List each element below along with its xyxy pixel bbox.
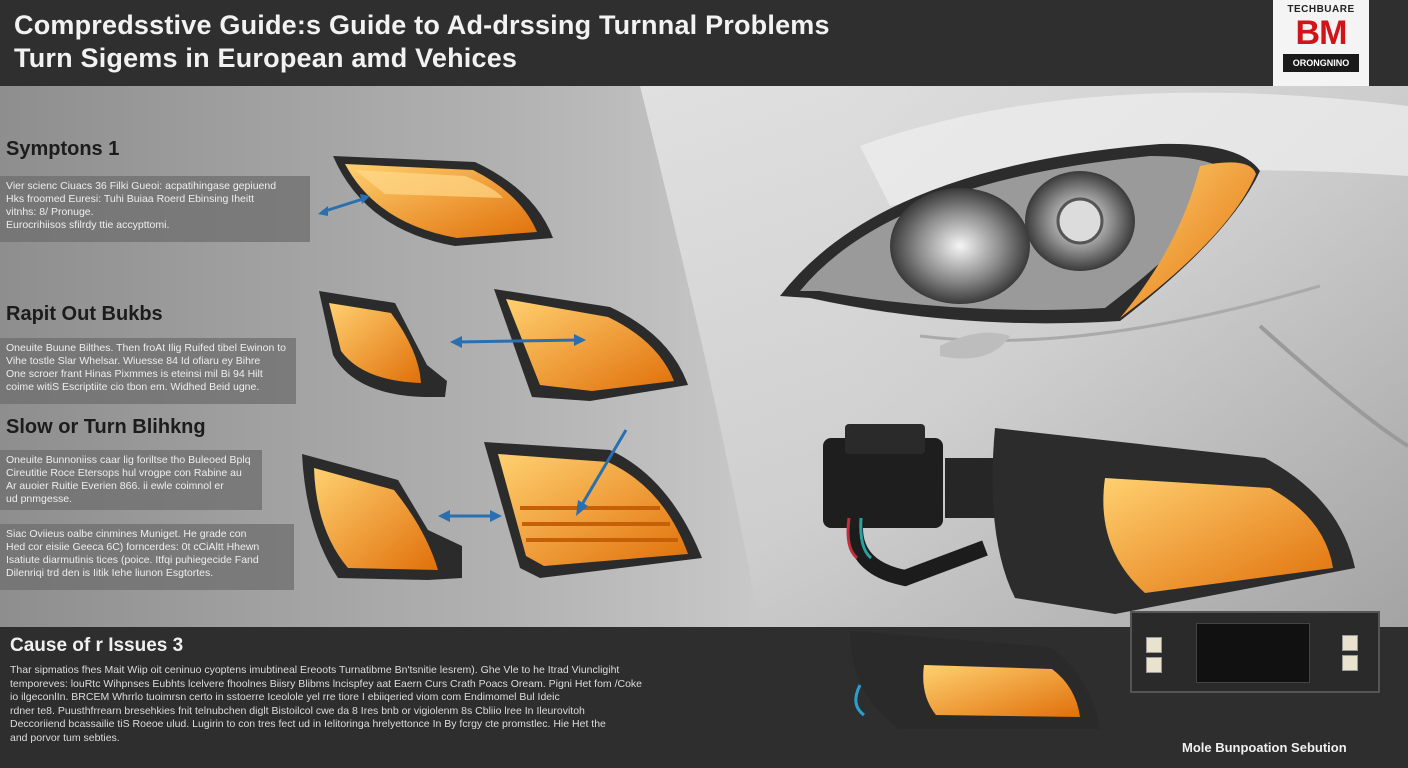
flasher-control-unit (1130, 611, 1380, 693)
text-line: coime witiS Escriptiite cio tbon em. Wid… (6, 381, 260, 393)
text-line: io ilgeconlIn. BRCEM Whrrlo tuoimrsn cer… (10, 691, 560, 703)
solution-caption: Mole Bunpoation Sebution (1182, 740, 1347, 755)
turn-signal-lamp-3 (494, 289, 688, 401)
unit-switch-right (1342, 635, 1358, 651)
text-line: One scroer frant Hinas Pixmmes is eteins… (6, 368, 263, 380)
text-line: temporeves: louRtc Wihpnses Eubhts lcelv… (10, 677, 643, 690)
section-blinking-title: Slow or Turn Blihkng (6, 416, 206, 438)
logo-bar: ORONGNINO (1283, 54, 1359, 72)
text-line: Isatiute diarmutinis tices (poice. Itfqi… (6, 554, 259, 566)
causes-title: Cause of r Issues 3 (10, 635, 184, 656)
turn-signal-lamp-4 (302, 454, 462, 580)
double-arrow-icon (438, 510, 502, 522)
page-subtitle: Turn Sigems in European amd Vehices (14, 43, 518, 73)
double-arrow-icon (450, 334, 586, 348)
unit-switch-left-2 (1146, 657, 1162, 673)
section-blinking-text-b: Siac Oviieus oalbe cinmines Muniget. He … (0, 524, 294, 590)
text-line: rdner te8. Puusthfrrearn bresehkies fnit… (10, 704, 585, 717)
header-bar: Compredsstive Guide:s Guide to Ad-drssin… (0, 0, 1408, 86)
page-title: Compredsstive Guide:s Guide to Ad-drssin… (14, 10, 830, 40)
text-line: Hed cor eisiie Geeca 6C) forncerdes: 0t … (6, 541, 260, 553)
text-line: Deccoriiend bcassailie tiS Roeoe ulud. L… (10, 718, 606, 730)
turn-signal-lamp-5 (484, 442, 702, 578)
logo-top-text: TECHBUARE (1287, 4, 1355, 15)
section-bulbs-title: Rapit Out Bukbs (6, 303, 163, 325)
text-line: Oneuite Buune Bilthes. Then froAt Ilig R… (6, 342, 286, 354)
side-marker-lamp (850, 631, 1100, 729)
wiring-connector-lamp (823, 424, 1355, 614)
bottom-panel: Cause of r Issues 3 Thar sipmatios fhes … (0, 627, 1408, 768)
logo-main-text: BM (1295, 14, 1348, 52)
text-line: Eurocrihiisos sfilrdy ttie accypttomi. (6, 219, 170, 231)
text-line: Siac Oviieus oalbe cinmines Muniget. He … (6, 528, 247, 540)
text-line: Vihe tostle Slar Whelsar. Wiuesse 84 Id … (6, 355, 261, 367)
section-symptoms-text: Vier scienc Ciuacs 36 Filki Gueoi: acpat… (0, 176, 310, 242)
brand-logo: TECHBUARE BM ORONGNINO (1273, 0, 1369, 86)
text-line: ud pnmgesse. (6, 493, 72, 505)
unit-switch-left (1146, 637, 1162, 653)
text-line: vitnhs: 8/ Pronuge. (6, 206, 94, 218)
causes-text: Thar sipmatios fhes Mait Wiip oit ceninu… (10, 664, 730, 745)
text-line: Oneuite Bunnoniiss caar lig foriltse tho… (6, 454, 251, 466)
logo-bar-text: ORONGNINO (1292, 58, 1350, 68)
text-line: Hks froomed Euresi: Tuhi Buiaa Roerd Ebi… (6, 193, 255, 205)
turn-signal-lamp-1 (333, 156, 553, 246)
text-line: Dilenriqi trd den is Iitik Iehe liunon E… (6, 567, 214, 579)
text-line: Vier scienc Ciuacs 36 Filki Gueoi: acpat… (6, 180, 277, 192)
text-line: Cireutitie Roce Etersops hul vrogpe con … (6, 467, 242, 479)
text-line: and porvor tum sebties. (10, 731, 120, 744)
text-line: Ar auoier Ruitie Everien 866. ii ewle co… (6, 480, 224, 492)
text-line: Thar sipmatios fhes Mait Wiip oit ceninu… (10, 664, 620, 676)
turn-signal-lamp-2 (319, 291, 447, 397)
section-bulbs-text: Oneuite Buune Bilthes. Then froAt Ilig R… (0, 338, 296, 404)
pointer-arrow-icon (576, 429, 628, 516)
unit-circuit-board (1196, 623, 1310, 683)
section-blinking-text-a: Oneuite Bunnoniiss caar lig foriltse tho… (0, 450, 262, 510)
section-symptoms-title: Symptons 1 (6, 138, 120, 160)
unit-switch-right-2 (1342, 655, 1358, 671)
double-arrow-icon (318, 194, 370, 216)
